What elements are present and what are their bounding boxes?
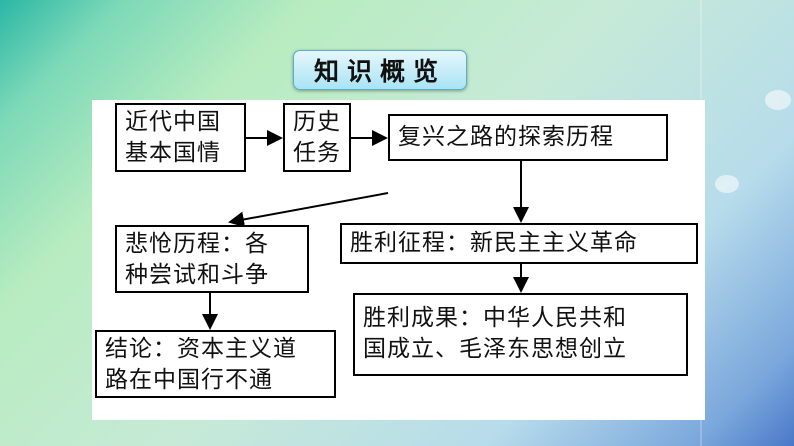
decor-circle — [715, 175, 739, 193]
decor-circle — [765, 90, 791, 110]
node-conclusion: 结论：资本主义道 路在中国行不通 — [95, 330, 336, 398]
node-line: 基本国情 — [125, 140, 221, 166]
node-line: 历史 — [293, 109, 341, 135]
node-victory: 胜利征程：新民主主义革命 — [340, 223, 698, 264]
node-line: 国成立、毛泽东思想创立 — [363, 336, 627, 362]
node-exploration: 复兴之路的探索历程 — [388, 114, 668, 161]
node-line: 任务 — [293, 140, 341, 166]
node-line: 种尝试和斗争 — [125, 262, 269, 288]
node-line: 近代中国 — [125, 109, 221, 135]
node-tragic: 悲怆历程：各 种尝试和斗争 — [115, 225, 309, 293]
node-situation: 近代中国 基本国情 — [115, 103, 246, 172]
arrow-exploration-tragic — [228, 192, 389, 228]
section-title: 知识概览 — [293, 50, 467, 90]
node-line: 悲怆历程：各 — [125, 231, 269, 257]
node-line: 胜利成果：中华人民共和 — [363, 305, 627, 331]
node-line: 结论：资本主义道 — [105, 336, 297, 362]
node-line: 路在中国行不通 — [105, 367, 273, 393]
node-task: 历史 任务 — [283, 103, 351, 172]
node-result: 胜利成果：中华人民共和 国成立、毛泽东思想创立 — [353, 293, 688, 376]
